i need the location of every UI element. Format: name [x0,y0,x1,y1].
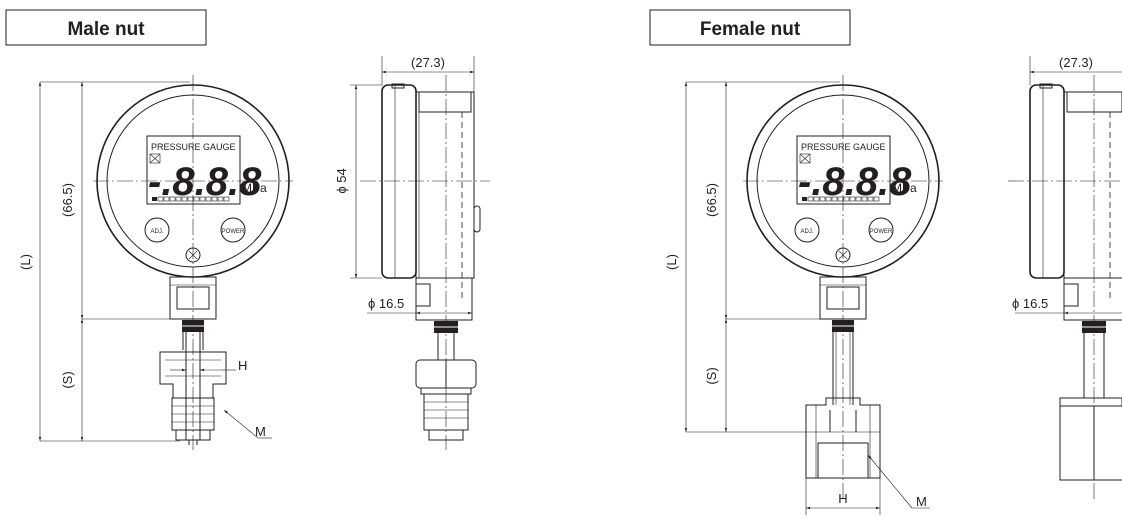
total-length-dim-2: (L) [664,254,679,270]
brand-logo-icon-2 [835,247,851,263]
female-nut-title: Female nut [700,19,801,40]
thread-dim-2: M [916,494,927,509]
side-depth-dim-2: (27.3) [1059,55,1093,70]
lcd-bargraph [152,196,230,202]
body-height-dim-2: (66.5) [704,183,719,217]
male-nut-section: Male nut PRESSURE GAUGE -.8.8.8 MPa [5,9,490,450]
side-depth-dim: (27.3) [411,55,445,70]
thread-dim: M [255,424,266,439]
lcd-window-2 [796,135,891,205]
male-side-view: (27.3) ϕ 54 ϕ 16.5 [334,55,490,450]
power-button [220,217,246,243]
stem-length-dim-2: (S) [704,367,719,384]
lcd-digits: -.8.8.8 [148,160,262,204]
male-nut-title-box [5,9,207,46]
lcd-label: PRESSURE GAUGE [151,142,236,152]
side-diameter-dim: ϕ 54 [334,168,349,193]
side-port-dim: ϕ 16.5 [368,296,404,311]
female-side-view: (27.3) ϕ 16.5 [1008,55,1122,500]
lcd-unit: MPa [242,181,267,195]
adj-button-label-2: ADJ. [800,229,813,235]
male-nut-title: Male nut [67,19,145,40]
lcd-unit-2: MPa [892,181,917,195]
hex-dim: H [238,358,247,373]
total-length-dim: (L) [18,254,33,270]
female-nut-section: Female nut PRESSURE GAUGE -.8.8.8 MPa [649,9,1122,515]
male-front-view: PRESSURE GAUGE -.8.8.8 MPa ADJ. POWER [93,75,293,450]
lcd-window [146,135,241,205]
power-button-label-2: POWER [870,229,893,235]
body-height-dim: (66.5) [60,183,75,217]
lcd-label-2: PRESSURE GAUGE [801,142,886,152]
female-nut-title-box [649,9,851,46]
side-housing [415,91,475,279]
female-front-view: PRESSURE GAUGE -.8.8.8 MPa ADJ. POWER [743,75,943,500]
adj-button [144,217,170,243]
side-case [381,84,417,279]
adj-button-2 [794,217,820,243]
brand-logo-icon [185,247,201,263]
lcd-digits-2: -.8.8.8 [798,160,912,204]
power-button-label: POWER [222,229,245,235]
stem-length-dim: (S) [60,371,75,388]
hex-body [169,276,217,320]
hex-dim-2: H [838,491,847,506]
side-port-dim-2: ϕ 16.5 [1012,296,1048,311]
lcd-bargraph-2 [802,196,880,202]
adj-button-label: ADJ. [150,229,163,235]
power-button-2 [868,217,894,243]
